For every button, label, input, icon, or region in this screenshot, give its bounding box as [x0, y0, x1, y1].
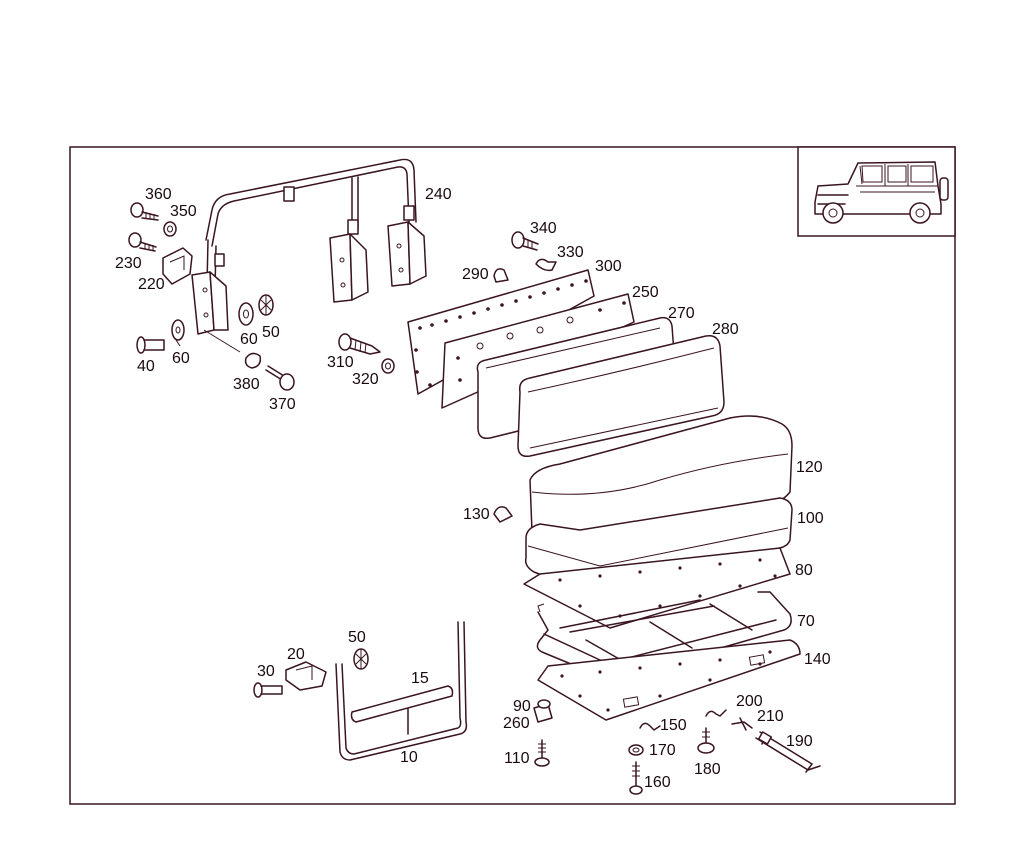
label-230: 230: [115, 255, 142, 272]
label-240: 240: [425, 186, 452, 203]
label-360: 360: [145, 186, 172, 203]
part-labels: 360 350 230 220 240 60 50 40 60 380 370 …: [115, 186, 831, 791]
label-310: 310: [327, 354, 354, 371]
label-90: 90: [513, 698, 531, 715]
label-250: 250: [632, 284, 659, 301]
leader-lines: [175, 329, 241, 353]
label-100: 100: [797, 510, 824, 527]
hardware-bottom-right: [533, 699, 821, 795]
label-60a: 60: [240, 331, 258, 348]
label-15: 15: [411, 670, 429, 687]
diagram-frame: [69, 146, 956, 805]
label-150: 150: [660, 717, 687, 734]
label-20: 20: [287, 646, 305, 663]
label-30: 30: [257, 663, 275, 680]
label-40: 40: [137, 358, 155, 375]
seat-foam-100: [524, 497, 793, 586]
label-80: 80: [795, 562, 813, 579]
floor-panel-140: [537, 639, 801, 721]
label-190: 190: [786, 733, 813, 750]
label-170: 170: [649, 742, 676, 759]
hardware-bottom-left: [253, 648, 369, 698]
label-300: 300: [595, 258, 622, 275]
label-50b: 50: [348, 629, 366, 646]
label-130: 130: [463, 506, 490, 523]
label-140: 140: [804, 651, 831, 668]
label-290: 290: [462, 266, 489, 283]
label-200: 200: [736, 693, 763, 710]
bar-15: [350, 685, 454, 723]
vehicle-inset: [797, 146, 956, 237]
label-330: 330: [557, 244, 584, 261]
label-220: 220: [138, 276, 165, 293]
label-60b: 60: [172, 350, 190, 367]
label-50a: 50: [262, 324, 280, 341]
label-110: 110: [504, 750, 530, 767]
label-260: 260: [503, 715, 530, 732]
seat-frame-10: [335, 621, 468, 761]
label-350: 350: [170, 203, 197, 220]
label-70: 70: [797, 613, 815, 630]
backrest-frame-240: [191, 158, 427, 335]
suv-vehicle-icon: [814, 161, 949, 224]
back-cushion-280: [517, 334, 725, 458]
label-370: 370: [269, 396, 296, 413]
label-210: 210: [757, 708, 784, 725]
label-320: 320: [352, 371, 379, 388]
label-160: 160: [644, 774, 671, 791]
label-340: 340: [530, 220, 557, 237]
label-280: 280: [712, 321, 739, 338]
label-120: 120: [796, 459, 823, 476]
hardware-top-left: [128, 202, 295, 391]
label-180: 180: [694, 761, 721, 778]
label-270: 270: [668, 305, 695, 322]
hardware-top-middle: [338, 231, 557, 523]
label-10: 10: [400, 749, 418, 766]
label-380: 380: [233, 376, 260, 393]
